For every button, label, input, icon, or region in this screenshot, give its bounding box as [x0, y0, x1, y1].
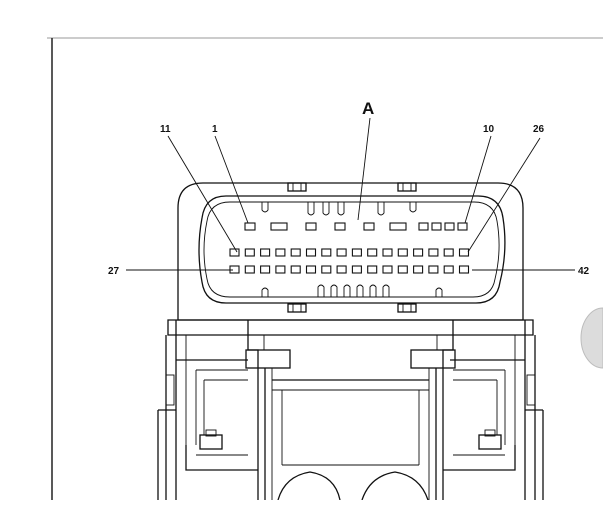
pin [382, 248, 393, 257]
pin [428, 248, 439, 257]
connector-label: A [362, 99, 374, 118]
pin [367, 265, 378, 274]
keying-slots-bottom [261, 284, 443, 297]
module-body [157, 319, 544, 501]
pin [229, 248, 240, 257]
pin-row-top [244, 222, 468, 231]
page-edge-tab [580, 307, 603, 369]
pin [275, 248, 286, 257]
pin [351, 265, 362, 274]
pin [351, 248, 362, 257]
leader-lines [126, 117, 575, 271]
pin [244, 265, 255, 274]
pin-label-42: 42 [578, 266, 590, 277]
pin [275, 265, 286, 274]
pin [428, 265, 439, 274]
pin [260, 248, 271, 257]
pin [305, 248, 317, 257]
pin [229, 265, 240, 274]
pin [260, 265, 271, 274]
pin-row-bottom [229, 265, 470, 274]
connector-socket [198, 195, 506, 304]
pin [443, 248, 454, 257]
pin [458, 248, 470, 257]
pin [413, 248, 424, 257]
housing-top-lugs [287, 182, 417, 192]
housing-bottom-lugs [287, 303, 417, 313]
pin [443, 265, 454, 274]
pin-label-11: 11 [160, 124, 171, 135]
pin [244, 248, 255, 257]
pin-row-middle [229, 248, 470, 257]
pin-label-10: 10 [483, 124, 495, 135]
pin [290, 248, 301, 257]
pin [290, 265, 301, 274]
pin [458, 265, 470, 274]
pin [397, 248, 408, 257]
pin [413, 265, 424, 274]
pin [336, 248, 347, 257]
pin-label-1: 1 [212, 124, 218, 135]
pin [336, 265, 347, 274]
pin-label-27: 27 [108, 266, 120, 277]
connector-socket-inner [203, 201, 500, 298]
pin [321, 248, 332, 257]
pin-label-26: 26 [533, 124, 545, 135]
pin [321, 265, 332, 274]
connector-housing [177, 182, 524, 321]
pin [382, 265, 393, 274]
pin [397, 265, 408, 274]
pin [367, 248, 378, 257]
keying-slots-top [261, 202, 417, 216]
pin [305, 265, 317, 274]
